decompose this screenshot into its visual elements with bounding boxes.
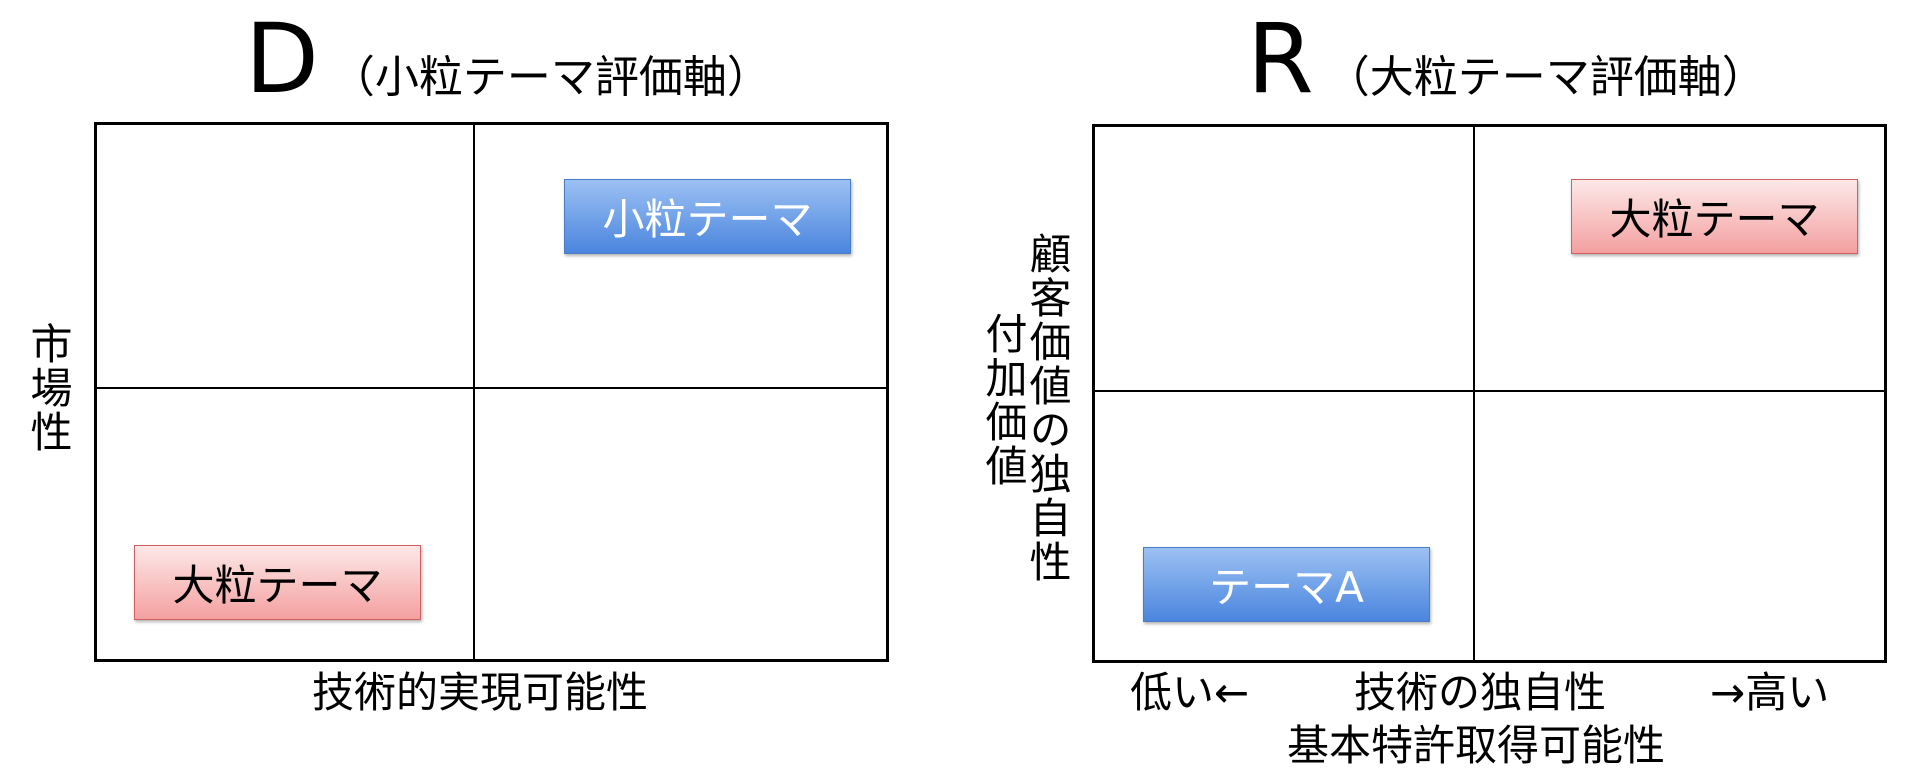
right-x-axis-sub-label: 基本特許取得可能性 xyxy=(1287,721,1666,770)
right-x-axis-label: 技術の独自性 xyxy=(1354,668,1607,717)
left-matrix-title: D （小粒テーマ評価軸） xyxy=(245,3,771,115)
right-large-theme-box: 大粒テーマ xyxy=(1571,179,1858,254)
right-matrix-title: R （大粒テーマ評価軸） xyxy=(1247,3,1766,115)
left-title-letter: D xyxy=(245,3,319,115)
left-grid-vertical-divider xyxy=(473,125,475,659)
left-y-axis-label: 市場性 xyxy=(24,322,73,454)
right-y-axis-label-secondary: 付加価値 xyxy=(979,312,1028,488)
right-grid-vertical-divider xyxy=(1473,127,1475,660)
right-title-letter: R xyxy=(1247,3,1314,115)
right-grid-horizontal-divider xyxy=(1095,390,1884,392)
right-theme-a-box: テーマA xyxy=(1143,547,1430,622)
right-x-axis-low-label: 低い← xyxy=(1130,668,1250,717)
right-x-axis-high-label: →高い xyxy=(1710,668,1830,717)
left-grid-horizontal-divider xyxy=(97,387,886,389)
left-small-theme-box: 小粒テーマ xyxy=(564,179,851,254)
right-title-subtitle: （大粒テーマ評価軸） xyxy=(1325,52,1766,103)
left-large-theme-box: 大粒テーマ xyxy=(134,545,421,620)
left-title-subtitle: （小粒テーマ評価軸） xyxy=(330,52,771,103)
right-y-axis-label-primary: 顧客価値の独自性 xyxy=(1023,232,1072,584)
left-x-axis-label: 技術的実現可能性 xyxy=(312,668,649,717)
